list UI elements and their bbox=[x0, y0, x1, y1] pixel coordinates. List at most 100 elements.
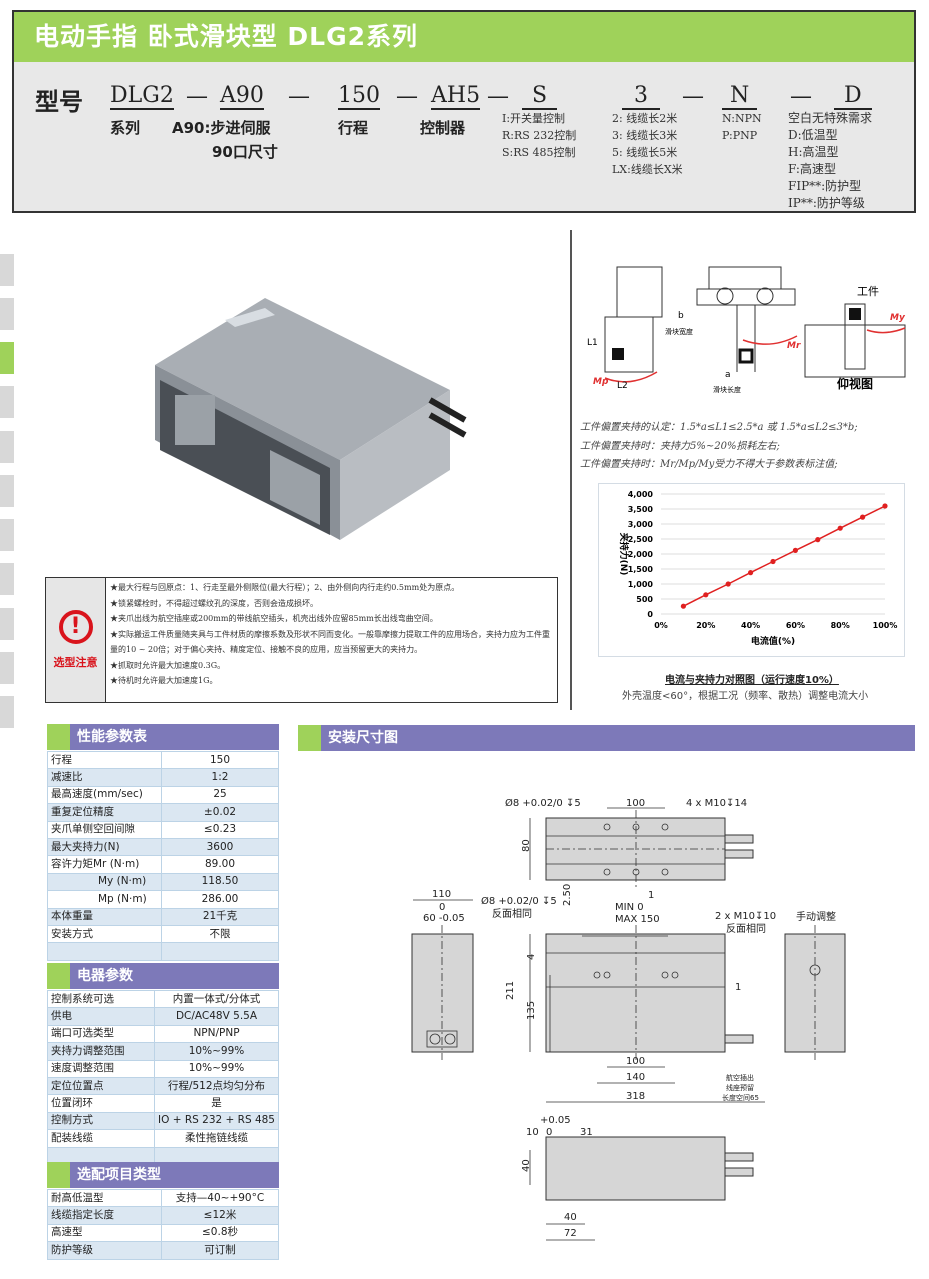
svg-text:100: 100 bbox=[626, 798, 645, 809]
x-tick-label: 100% bbox=[873, 621, 898, 630]
y-axis-label: 夹持力(N) bbox=[618, 533, 630, 576]
param-name: 位置闭环 bbox=[47, 1094, 155, 1113]
label-l1: L1 bbox=[587, 338, 598, 348]
side-tab[interactable] bbox=[0, 254, 14, 286]
side-tab[interactable] bbox=[0, 386, 14, 418]
param-name: 防护等级 bbox=[47, 1241, 162, 1260]
code-series: DLG2 bbox=[110, 83, 174, 110]
dash: — bbox=[288, 84, 310, 109]
param-name: 控制系统可选 bbox=[47, 989, 155, 1009]
param-name: 安装方式 bbox=[47, 924, 162, 944]
y-tick-label: 1,000 bbox=[628, 580, 654, 589]
svg-text:+0.05: +0.05 bbox=[540, 1115, 571, 1126]
param-value: 10%~99% bbox=[154, 1059, 279, 1078]
y-tick-label: 500 bbox=[636, 595, 653, 604]
param-value: 不限 bbox=[161, 924, 279, 944]
code-special: D bbox=[834, 84, 872, 110]
table-row: 耐高低温型支持—40~+90°C bbox=[47, 1188, 279, 1208]
label-my: My bbox=[890, 313, 906, 323]
data-point bbox=[860, 514, 866, 520]
code-cable: 3 bbox=[622, 84, 660, 110]
dash: — bbox=[186, 84, 208, 109]
product-photo bbox=[155, 298, 467, 540]
svg-text:MAX 150: MAX 150 bbox=[615, 914, 660, 925]
table-row: 重复定位精度±0.02 bbox=[47, 803, 279, 822]
table-row: My (N·m)118.50 bbox=[47, 872, 279, 892]
note-item: ★抓取时允许最大加速度0.3G。 bbox=[110, 660, 226, 670]
param-name: 减速比 bbox=[47, 768, 162, 787]
model-header-box: 电动手指 卧式滑块型 DLG2系列 bbox=[12, 10, 916, 213]
data-point bbox=[703, 592, 709, 598]
param-value: 1:2 bbox=[161, 768, 279, 787]
model-label: 型号 bbox=[35, 88, 83, 116]
param-name: 耐高低温型 bbox=[47, 1188, 162, 1208]
svg-text:31: 31 bbox=[580, 1127, 593, 1138]
param-name: 最大夹持力(N) bbox=[47, 837, 162, 857]
param-name: 供电 bbox=[47, 1007, 155, 1026]
param-value: 21千克 bbox=[161, 907, 279, 926]
x-tick-label: 60% bbox=[786, 621, 805, 630]
side-tab-active[interactable] bbox=[0, 342, 14, 374]
x-tick-label: 20% bbox=[696, 621, 715, 630]
side-tab[interactable] bbox=[0, 652, 14, 684]
param-value: 25 bbox=[161, 785, 279, 805]
series-label: 系列 bbox=[110, 119, 141, 137]
label-a: a bbox=[725, 370, 731, 380]
param-value: 可订制 bbox=[161, 1241, 279, 1260]
side-tab[interactable] bbox=[0, 431, 14, 463]
side-tab[interactable] bbox=[0, 519, 14, 551]
table-row: 定位位置点行程/512点均匀分布 bbox=[47, 1076, 279, 1096]
x-tick-label: 40% bbox=[741, 621, 760, 630]
table-row: 配装线缆柔性拖链线缆 bbox=[47, 1129, 279, 1148]
side-tab[interactable] bbox=[0, 298, 14, 330]
install-header: 安装尺寸图 bbox=[298, 725, 915, 751]
side-tab[interactable] bbox=[0, 563, 14, 595]
table-row: 容许力矩Mr (N·m)89.00 bbox=[47, 855, 279, 874]
note-item: ★最大行程与回原点：1、行走至最外侧限位(最大行程）；2、由外侧向内行走约0.5… bbox=[110, 583, 460, 592]
data-point bbox=[792, 547, 798, 553]
data-point bbox=[770, 558, 776, 565]
svg-text:135: 135 bbox=[526, 1001, 537, 1020]
param-name: 夹爪单侧空回间隙 bbox=[47, 820, 162, 839]
motor-size: 90口尺寸 bbox=[212, 143, 278, 161]
note-item: ★夹爪出线为航空插座或200mm的带线航空插头，机壳出线外应留85mm长出线弯曲… bbox=[110, 614, 438, 623]
svg-text:0: 0 bbox=[546, 1127, 552, 1138]
side-tab[interactable] bbox=[0, 608, 14, 640]
svg-text:318: 318 bbox=[626, 1091, 645, 1102]
dash: — bbox=[790, 84, 812, 109]
param-value: 89.00 bbox=[161, 855, 279, 874]
elec-header: 电器参数 bbox=[47, 963, 279, 989]
param-value: 是 bbox=[154, 1094, 279, 1113]
opts-header: 选配项目类型 bbox=[47, 1162, 279, 1188]
offset-grip-diagram: b 滑块宽度 L1 L2 a 滑块长度 Mp Mr My 工件 仰视图 bbox=[587, 266, 906, 394]
y-tick-label: 2,000 bbox=[628, 550, 654, 559]
label-mr: Mr bbox=[787, 341, 801, 351]
table-row: 防护等级可订制 bbox=[47, 1241, 279, 1260]
param-name: My (N·m) bbox=[47, 872, 162, 892]
warning-icon: ! bbox=[58, 610, 93, 644]
label-mp: Mp bbox=[593, 377, 609, 387]
param-name: 行程 bbox=[47, 750, 162, 770]
param-name: 最高速度(mm/sec) bbox=[47, 785, 162, 805]
dash: — bbox=[487, 84, 509, 109]
svg-text:1: 1 bbox=[735, 982, 741, 993]
table-row bbox=[47, 1146, 279, 1165]
offset-rule: 工件偏置夹持的认定：1.5*a≤L1≤2.5*a 或 1.5*a≤L2≤3*b; bbox=[580, 422, 858, 433]
svg-text:手动调整: 手动调整 bbox=[796, 910, 836, 923]
svg-text:10: 10 bbox=[526, 1127, 539, 1138]
svg-text:80: 80 bbox=[521, 839, 532, 852]
data-point bbox=[882, 503, 888, 509]
data-point bbox=[815, 537, 821, 543]
side-tab[interactable] bbox=[0, 696, 14, 728]
side-tab[interactable] bbox=[0, 475, 14, 507]
param-name: 线缆指定长度 bbox=[47, 1206, 162, 1225]
label-bottom-view: 仰视图 bbox=[837, 376, 873, 391]
